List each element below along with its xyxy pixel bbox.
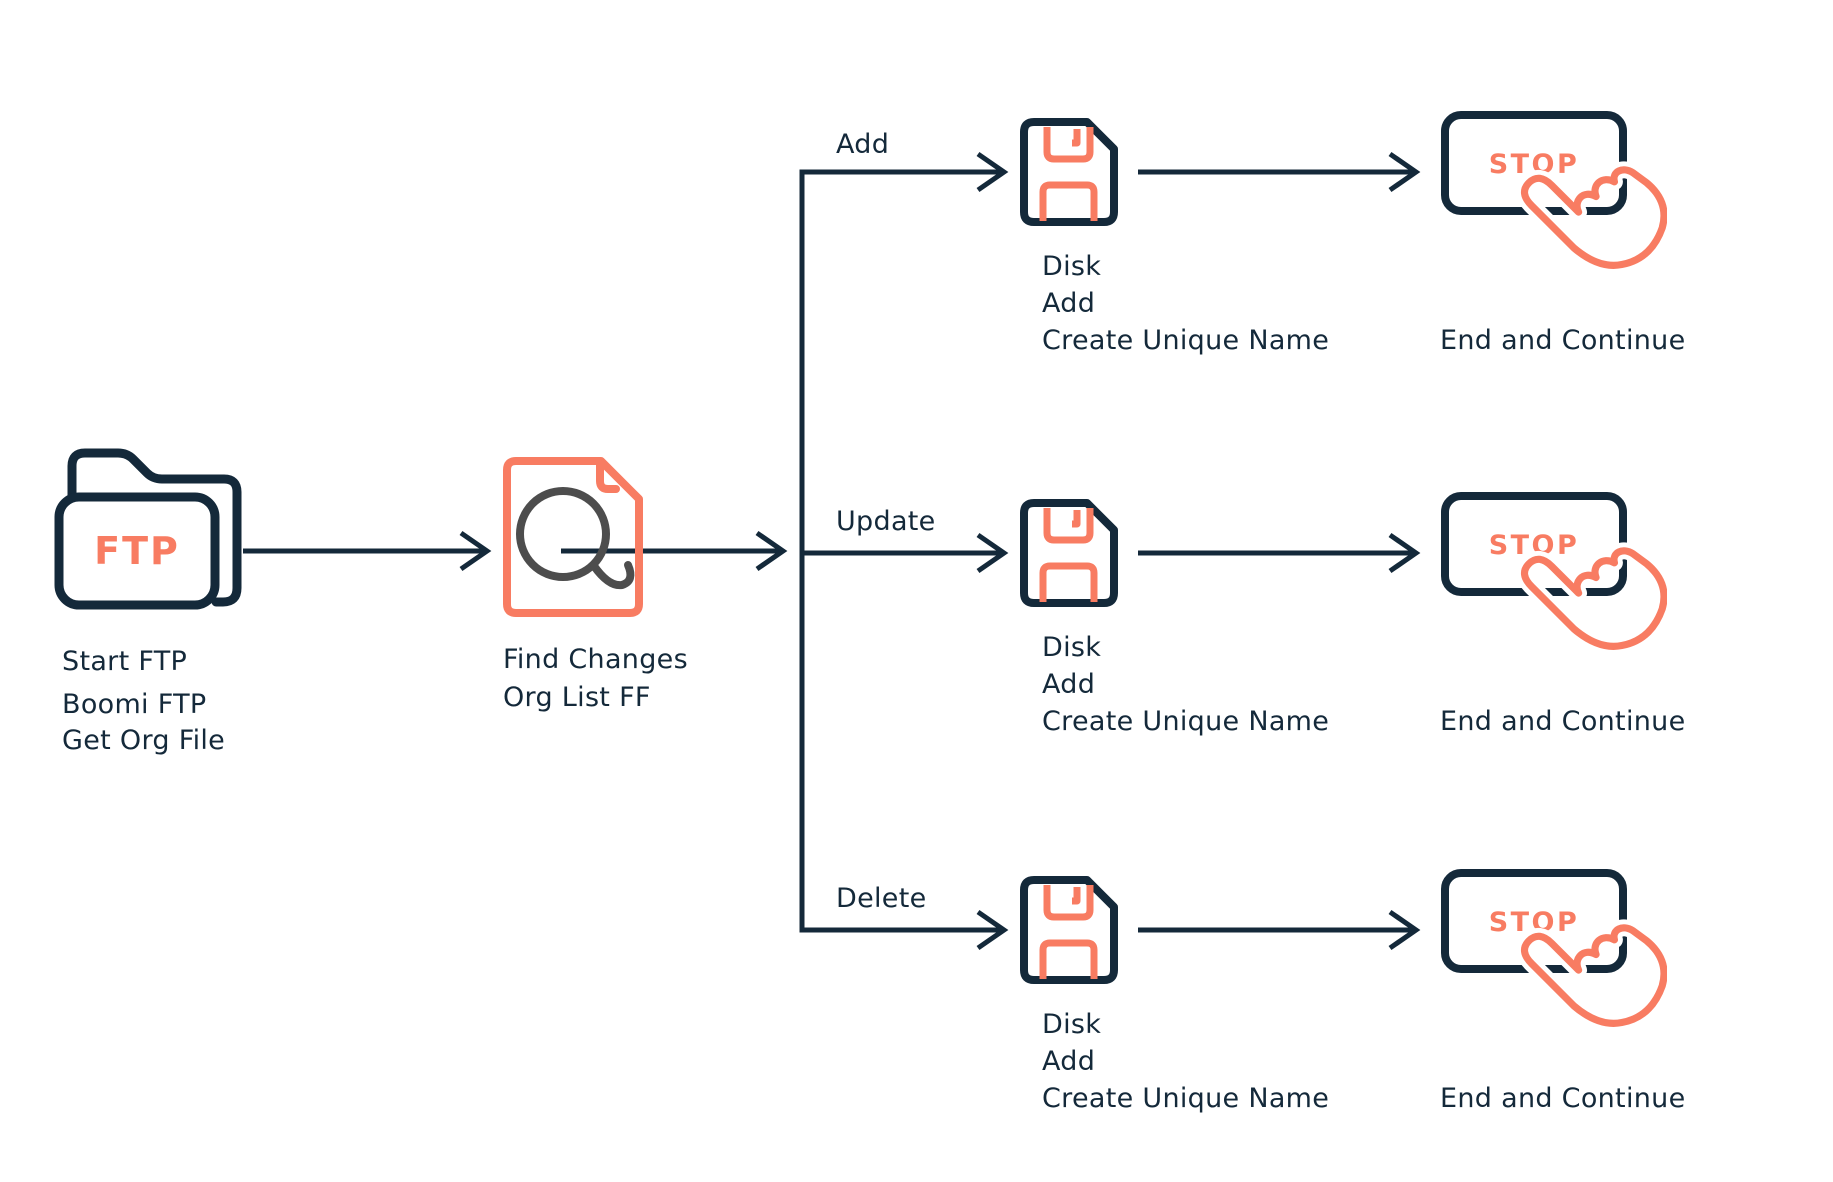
disk-shutter-slot [1072,129,1081,147]
ftp-folder-label: FTP [94,529,180,573]
disk-add-label-line-3: Create Unique Name [1042,325,1330,356]
disk-outline [1020,876,1118,984]
disk-shutter-slot [1072,510,1081,528]
floppy-disk-icon [1020,499,1118,607]
disk-shutter [1043,508,1094,544]
disk-outline [1020,499,1118,607]
disk-node-delete [1018,874,1120,986]
arrowhead-icon [1388,532,1421,574]
floppy-disk-icon [1020,876,1118,984]
disk-add-label-line-2: Add [1042,288,1096,319]
document-fold-corner [596,460,620,493]
stop-button-icon: STOP [1441,869,1667,1032]
start-node: FTP [52,440,244,612]
disk-label-area [1039,939,1098,979]
disk-delete-label-line-1: Disk [1042,1009,1102,1040]
end-label-delete: End and Continue [1440,1083,1686,1114]
disk-delete-label-line-2: Add [1042,1046,1096,1077]
folder-back-shape [67,448,242,607]
magnifier-handle [590,561,635,590]
branch-label-delete: Delete [836,883,927,914]
stop-node-update: STOP [1437,488,1667,688]
flow-arrows [243,151,1421,951]
disk-node-update [1018,497,1120,609]
disk-label-area [1039,562,1098,602]
document-search-icon [503,457,643,617]
stop-button-icon: STOP [1441,492,1667,655]
arrowhead-icon [1388,151,1421,193]
start-label-line-2: Boomi FTP [62,689,207,720]
arrowhead-icon [1388,909,1421,951]
stop-button-icon: STOP [1441,111,1667,274]
disk-delete-label-line-3: Create Unique Name [1042,1083,1330,1114]
find-changes-label-line-1: Find Changes [503,644,688,675]
click-hand-icon [1516,161,1667,274]
disk-outline [1020,118,1118,226]
stop-node-delete: STOP [1437,865,1667,1065]
disk-label-area [1039,181,1098,221]
branch-label-add: Add [836,129,890,160]
floppy-disk-icon [1020,118,1118,226]
start-label-line-1: Start FTP [62,646,188,677]
disk-shutter [1043,127,1094,163]
magnifier-lens [516,487,610,581]
disk-node-add [1018,116,1120,228]
arrowhead-icon [755,530,788,572]
find-changes-label-line-2: Org List FF [503,682,651,713]
disk-add-label-line-1: Disk [1042,251,1102,282]
disk-shutter-slot [1072,887,1081,905]
disk-shutter [1043,885,1094,921]
arrowhead-icon [976,909,1009,951]
disk-update-label-line-3: Create Unique Name [1042,706,1330,737]
stop-node-add: STOP [1437,107,1667,307]
find-changes-node [497,454,649,620]
click-hand-icon [1516,919,1667,1032]
disk-update-label-line-2: Add [1042,669,1096,700]
arrowhead-icon [459,530,492,572]
branch-label-update: Update [836,506,936,537]
arrowhead-icon [976,151,1009,193]
disk-update-label-line-1: Disk [1042,632,1102,663]
click-hand-icon [1516,542,1667,655]
arrowhead-icon [976,532,1009,574]
end-label-update: End and Continue [1440,706,1686,737]
end-label-add: End and Continue [1440,325,1686,356]
folder-front-shape [54,492,220,610]
start-label-line-3: Get Org File [62,725,226,756]
document-outline [503,457,643,617]
ftp-folder-icon [54,448,242,610]
